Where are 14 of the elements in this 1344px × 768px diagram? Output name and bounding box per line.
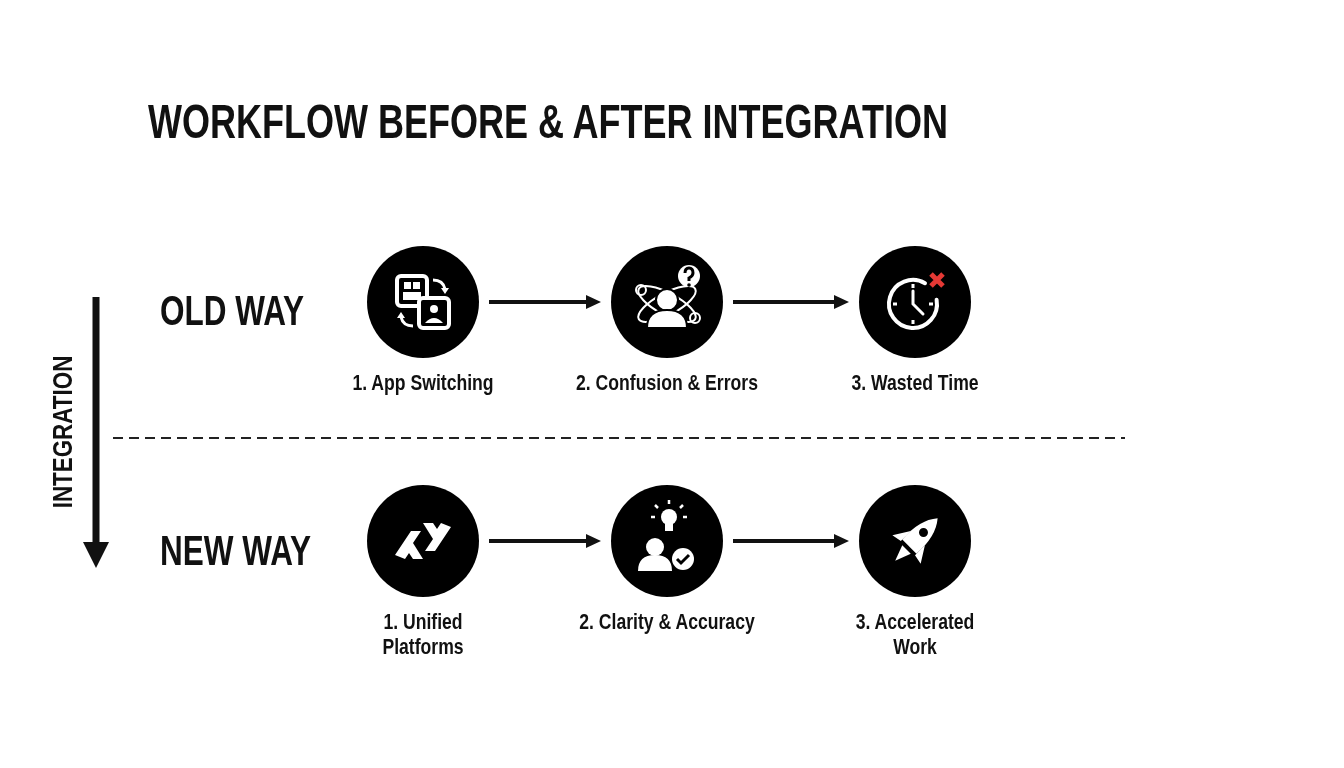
- diagram-title: WORKFLOW BEFORE & AFTER INTEGRATION: [148, 98, 948, 146]
- step-label: 1. Unified Platforms: [381, 609, 465, 659]
- arrow: [489, 295, 601, 309]
- arrow-label: INTEGRATION: [49, 355, 77, 509]
- arrow: [489, 534, 601, 548]
- step-label: 2. Confusion & Errors: [576, 370, 758, 395]
- step-label: 1. App Switching: [352, 370, 494, 395]
- row-label: OLD WAY: [160, 290, 305, 332]
- row-label: NEW WAY: [160, 530, 312, 572]
- step-label: 3. Accelerated Work: [854, 609, 976, 659]
- arrow: [733, 295, 849, 309]
- arrow: [733, 534, 849, 548]
- step-label: 2. Clarity & Accuracy: [579, 609, 755, 634]
- step-label: 3. Wasted Time: [851, 370, 979, 395]
